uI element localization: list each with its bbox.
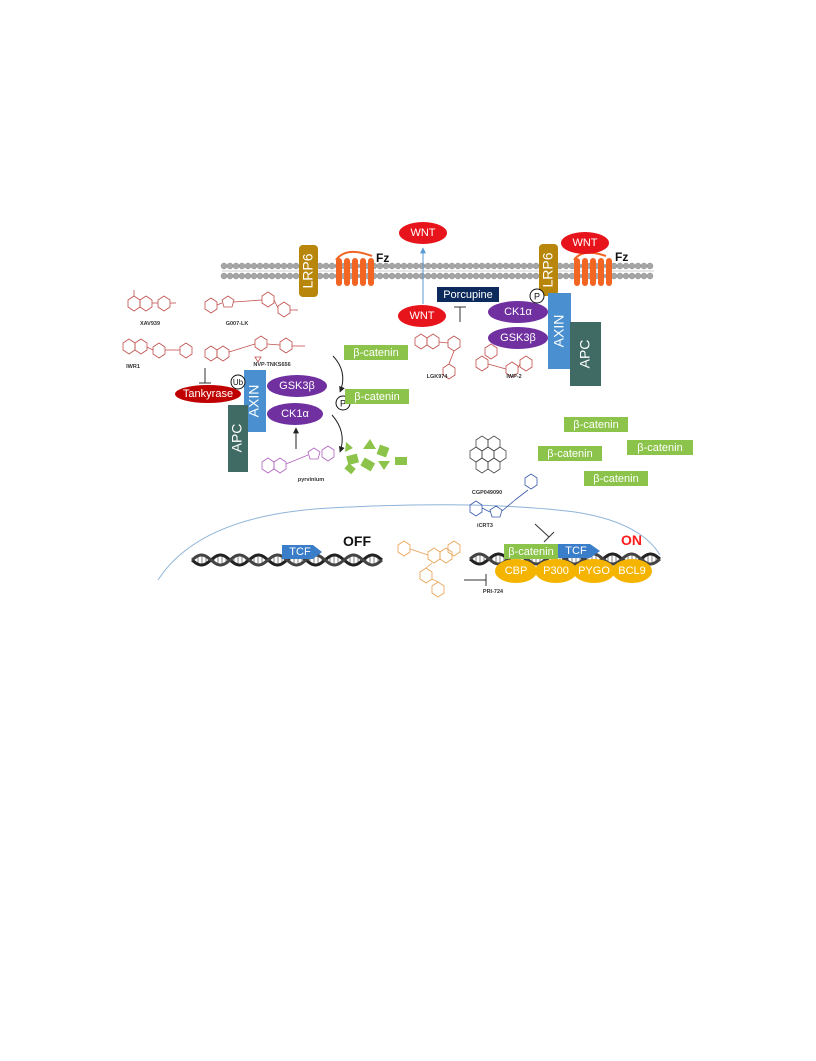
beta-catenin-nuclear: β-catenin	[504, 544, 558, 559]
ck1a-right-label: CK1α	[504, 306, 532, 318]
gsk3b-right: GSK3β	[488, 327, 548, 349]
icrt3-label: iCRT3	[477, 523, 493, 529]
tcf-on: TCF	[558, 544, 600, 558]
icrt3-structure	[469, 473, 538, 518]
nucleus-envelope	[157, 504, 661, 581]
pri724-label: PRI-724	[483, 589, 504, 595]
pygo-label: PYGO	[578, 565, 610, 577]
axin-right: AXIN	[548, 293, 571, 369]
wnt-inner-label: WNT	[409, 310, 434, 322]
beta-catenin-on-4: β-catenin	[584, 471, 648, 486]
lrp6-right-label: LRP6	[540, 252, 556, 287]
wnt-top: WNT	[399, 222, 447, 244]
pyrvinium-structure	[261, 445, 335, 474]
degradation-arrow	[331, 414, 345, 453]
axin-left-label: AXIN	[246, 385, 262, 418]
phospho-right: P	[529, 288, 545, 304]
beta-catenin-on-3: β-catenin	[627, 440, 693, 455]
g007lk-label: G007-LK	[226, 321, 249, 327]
beta-catenin-off-1-label: β-catenin	[353, 347, 398, 359]
apc-right: APC	[570, 322, 601, 386]
wnt-top-label: WNT	[410, 227, 435, 239]
iwr1-structure	[122, 338, 193, 359]
xav939-label: XAV939	[140, 321, 160, 327]
beta-catenin-off-2-label: β-catenin	[354, 391, 399, 403]
phospho-right-label: P	[534, 291, 540, 301]
pri724-inhibition	[464, 574, 487, 586]
lgk974-structure	[414, 333, 461, 380]
gsk3b-left: GSK3β	[267, 375, 327, 397]
beta-catenin-on-1: β-catenin	[564, 417, 628, 432]
ck1a-left-label: CK1α	[281, 408, 309, 420]
cgp049090-label: CGP049090	[472, 490, 502, 496]
beta-catenin-off-2: β-catenin	[345, 389, 409, 404]
beta-catenin-on-2-label: β-catenin	[547, 448, 592, 460]
ubiquitin: Ub	[230, 374, 246, 390]
pyrvinium-label: pyrvinium	[298, 477, 324, 483]
wnt-inner: WNT	[398, 305, 446, 327]
beta-catenin-on-2: β-catenin	[538, 446, 602, 461]
iwp2-label: IWP-2	[506, 374, 521, 380]
beta-catenin-nuclear-label: β-catenin	[508, 546, 553, 558]
beta-catenin-on-1-label: β-catenin	[573, 419, 618, 431]
cgp049090-structure	[469, 435, 507, 474]
apc-left: APC	[228, 405, 248, 472]
degraded-beta-catenin-fragments	[344, 439, 407, 475]
bcl9-label: BCL9	[618, 565, 646, 577]
cell-membrane	[220, 262, 654, 280]
wnt-right-label: WNT	[572, 237, 597, 249]
icrt3-inhibition	[534, 523, 555, 543]
gsk3b-right-label: GSK3β	[500, 332, 536, 344]
porcupine: Porcupine	[437, 287, 499, 302]
tankyrase-inhibition	[199, 368, 211, 384]
p300-label: P300	[543, 565, 569, 577]
xav939-structure	[127, 290, 176, 312]
porcupine-inhibition	[454, 306, 466, 322]
wnt-right: WNT	[561, 232, 609, 254]
apc-left-label: APC	[229, 424, 245, 453]
tcf-on-label: TCF	[565, 545, 587, 557]
beta-catenin-off-1: β-catenin	[344, 345, 408, 360]
lrp6-left: LRP6	[299, 245, 318, 297]
pygo: PYGO	[573, 559, 615, 583]
phospho-left-label: P	[340, 398, 346, 408]
tcf-off: TCF	[282, 545, 322, 559]
tankyrase-label: Tankyrase	[183, 388, 233, 400]
fz-left-label: Fz	[376, 251, 389, 265]
g007lk-structure	[204, 291, 298, 318]
bcl9: BCL9	[612, 559, 652, 583]
nvp-tnks656-label: NVP-TNKS656	[253, 362, 290, 368]
phosphorylation-arrow	[332, 355, 345, 393]
p300: P300	[535, 559, 577, 583]
ubiquitin-label: Ub	[233, 378, 244, 387]
nvp-tnks656-structure	[204, 335, 305, 363]
cbp-label: CBP	[505, 565, 528, 577]
frizzled-left	[335, 250, 374, 286]
tankyrase: Tankyrase	[175, 385, 241, 403]
cbp: CBP	[495, 559, 537, 583]
axin-left: AXIN	[244, 370, 266, 432]
frizzled-right	[573, 251, 612, 286]
axin-right-label: AXIN	[551, 315, 567, 348]
fz-right-label: Fz	[615, 250, 628, 264]
lrp6-left-label: LRP6	[300, 253, 316, 288]
lgk974-label: LGK974	[427, 374, 449, 380]
iwr1-label: IWR1	[126, 364, 140, 370]
ck1a-right: CK1α	[488, 301, 548, 323]
apc-right-label: APC	[577, 340, 593, 369]
ck1a-left: CK1α	[267, 403, 323, 425]
on-label: ON	[621, 532, 642, 548]
porcupine-label: Porcupine	[443, 289, 493, 301]
lrp6-right: LRP6	[539, 244, 558, 296]
beta-catenin-on-4-label: β-catenin	[593, 473, 638, 485]
off-label: OFF	[343, 533, 371, 549]
iwp2-structure	[475, 343, 533, 378]
pri724-structure	[397, 540, 461, 598]
gsk3b-left-label: GSK3β	[279, 380, 315, 392]
beta-catenin-on-3-label: β-catenin	[637, 442, 682, 454]
tcf-off-label: TCF	[289, 546, 311, 558]
